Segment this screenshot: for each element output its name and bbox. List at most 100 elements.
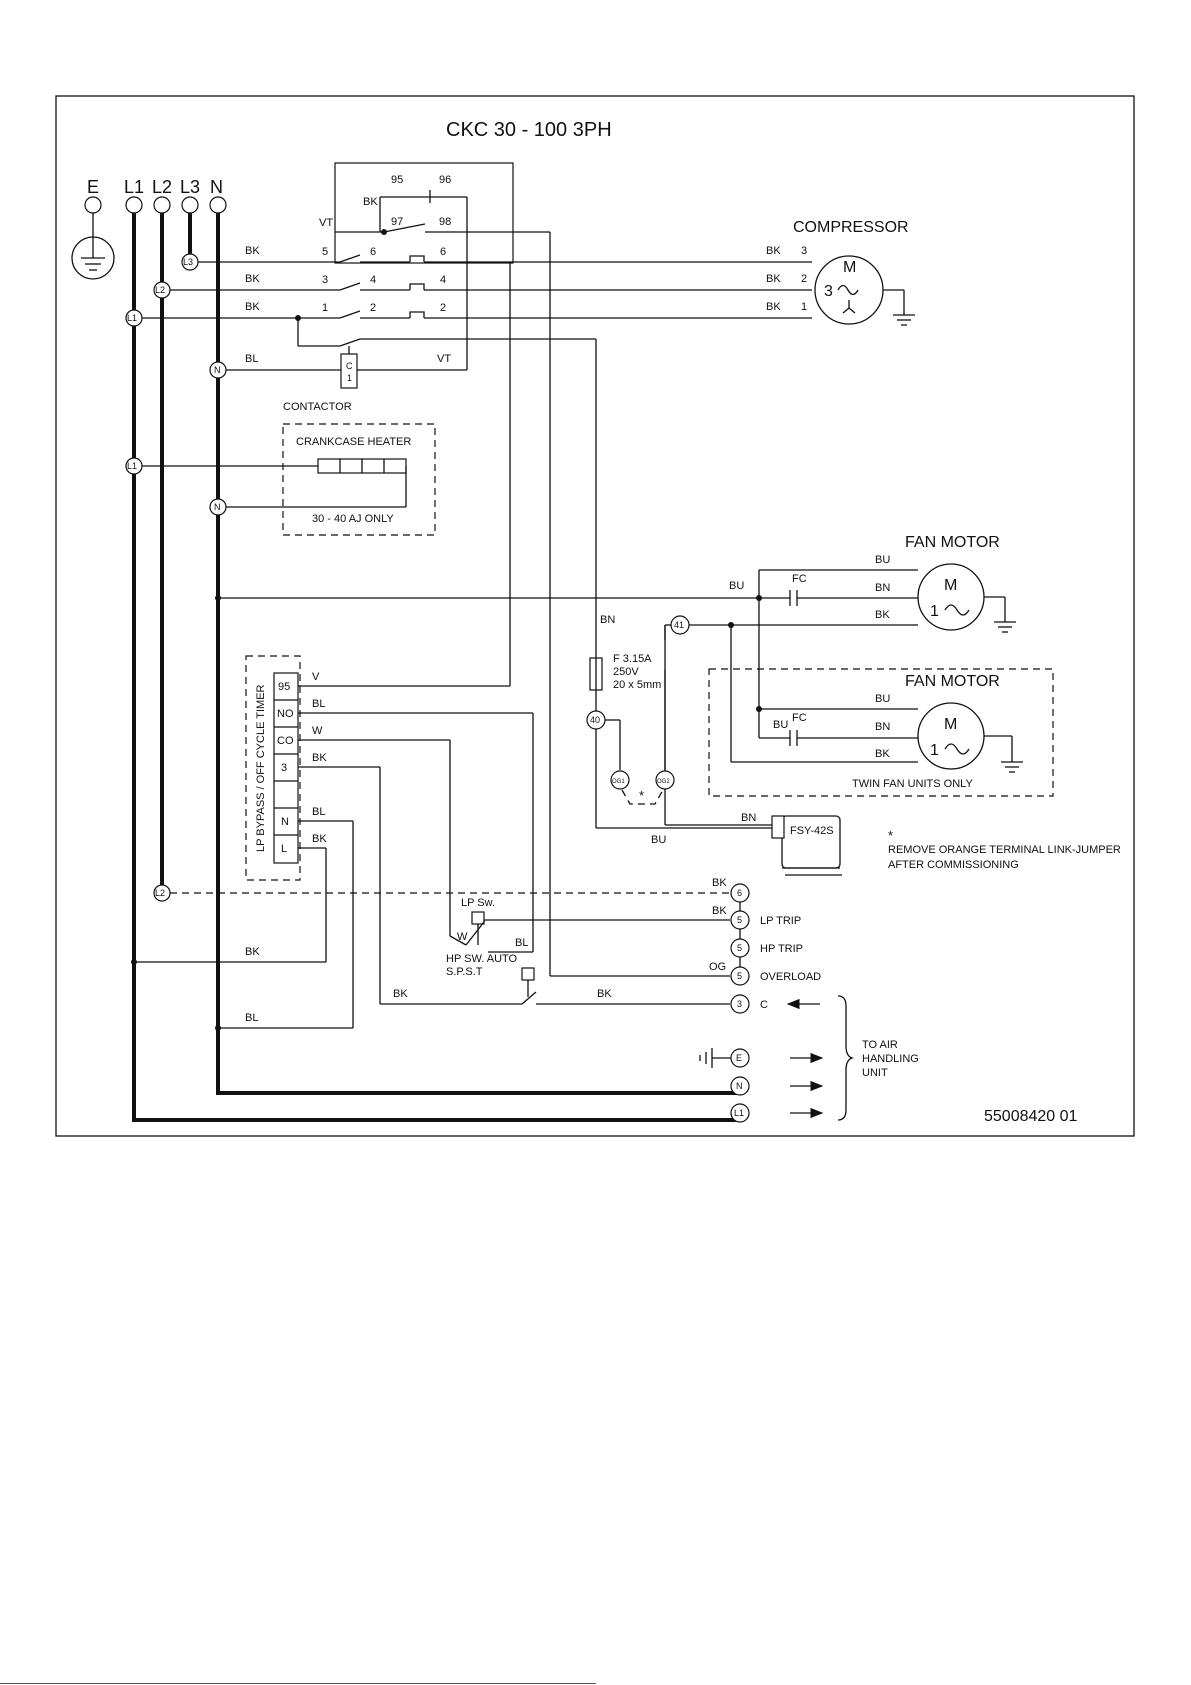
pole-wire-bk-3: BK (245, 301, 260, 313)
tag-og2: OG2 (657, 779, 670, 785)
pole-in-1: 1 (322, 302, 328, 314)
fan2-cap-fc: FC (792, 712, 807, 724)
fan2-wire-bn: BN (875, 721, 890, 733)
pole-in-5: 5 (322, 246, 328, 258)
supply-label-l2: L2 (152, 177, 172, 197)
ahu-label-2: HANDLING (862, 1053, 919, 1065)
timer-wire-bk-l: BK (312, 833, 327, 845)
pole-mid-2: 2 (370, 302, 376, 314)
coil-wire-vt: VT (437, 353, 451, 365)
lp-switch-icon (471, 911, 485, 925)
aux-terminal-95: 95 (391, 174, 403, 186)
contactor-feed: L3 L2 L1 N (125, 253, 597, 658)
lp-wire-bl: BL (515, 937, 528, 949)
fsy-label: FSY-42S (790, 825, 834, 837)
strip-tag-5a: 5 (737, 915, 742, 925)
supply-label-l3: L3 (180, 177, 200, 197)
fuse-wire-bn: BN (600, 614, 615, 626)
aux-terminal-96: 96 (439, 174, 451, 186)
supply-terminal-n (209, 196, 227, 214)
contactor: 95 96 97 98 BK VT 5 3 1 6 4 2 6 4 2 BK B… (245, 162, 550, 413)
fan1-wire-bk: BK (875, 609, 890, 621)
strip-wire-bk-5: BK (712, 905, 727, 917)
supply-terminal-l2 (153, 196, 171, 214)
timer-wire-bl-n: BL (312, 806, 325, 818)
lp-sw-label: LP Sw. (461, 897, 495, 909)
tag-og1: OG1 (612, 779, 625, 785)
fsy-head (771, 815, 785, 839)
lp-bypass-timer: LP BYPASS / OFF CYCLE TIMER 95 NO CO 3 N… (245, 263, 534, 1028)
fan1-label: FAN MOTOR (905, 534, 1000, 551)
timer-wire-v: V (312, 671, 320, 683)
fan1-supply-bu: BU (729, 580, 744, 592)
comp-wire-bk-2: BK (766, 273, 781, 285)
jumper-note-line-1: REMOVE ORANGE TERMINAL LINK-JUMPER (888, 844, 1121, 856)
aux-terminal-97: 97 (391, 216, 403, 228)
timer-box (245, 655, 301, 881)
timer-t-co: CO (277, 735, 294, 747)
tag-l2-a: L2 (155, 285, 165, 295)
fan1-cap-fc: FC (792, 573, 807, 585)
pole-wire-bk-1: BK (245, 245, 260, 257)
fan2-motor-icon (917, 702, 985, 770)
comp-term-1: 1 (801, 301, 807, 313)
timer-terminal-block (273, 672, 299, 864)
coil-wire-bl: BL (245, 353, 258, 365)
coil-label-c: C (346, 361, 353, 371)
diagram-title: CKC 30 - 100 3PH (446, 119, 612, 141)
contactor-label: CONTACTOR (283, 401, 352, 413)
aux-wire-bk: BK (363, 196, 378, 208)
pole-out-2: 2 (440, 302, 446, 314)
contactor-aux-box (334, 162, 514, 264)
ahu-label-1: TO AIR (862, 1039, 898, 1051)
fan-motor-2: FAN MOTOR M 1 BU BN BK FC BU TWIN FAN UN… (708, 668, 1054, 797)
fuse-rating-3: 20 x 5mm (613, 679, 661, 691)
strip-tag-3: 3 (737, 999, 742, 1009)
supply-terminal-l3 (181, 196, 199, 214)
diagram-border (55, 95, 1135, 1137)
pressure-switches: LP Sw. W BL HP SW. AUTO S.P.S.T (380, 232, 730, 1005)
strip-label-lp-trip: LP TRIP (760, 915, 801, 927)
supply-label-e: E (87, 177, 99, 197)
fan2-wire-bk: BK (875, 748, 890, 760)
crankcase-note: 30 - 40 AJ ONLY (312, 513, 394, 525)
comp-wire-bk-1: BK (766, 301, 781, 313)
crankcase-box (282, 423, 436, 536)
crankcase-label: CRANKCASE HEATER (296, 436, 411, 448)
strip-label-overload: OVERLOAD (760, 971, 821, 983)
comp-term-2: 2 (801, 273, 807, 285)
fan2-label: FAN MOTOR (905, 673, 1000, 690)
lp-wire-w: W (457, 931, 468, 943)
strip-wire-bk-6: BK (712, 877, 727, 889)
strip-tag-6: 6 (737, 888, 742, 898)
timer-label: LP BYPASS / OFF CYCLE TIMER (255, 684, 267, 852)
timer-t-l: L (281, 843, 287, 855)
supply-label-l1: L1 (124, 177, 144, 197)
bottom-wire-bk: BK (245, 946, 260, 958)
hp-switch-icon (521, 967, 535, 981)
twin-fan-box (708, 668, 1054, 797)
earth-symbol-icon (71, 213, 115, 280)
l2-dashed-link: L2 (153, 884, 730, 902)
footer-rule (0, 1683, 596, 1684)
tag-41: 41 (674, 620, 684, 630)
supply-label-n: N (210, 177, 223, 197)
strip-tag-e: E (736, 1053, 742, 1063)
bottom-wire-bk2: BK (393, 988, 408, 1000)
timer-t-no: NO (277, 708, 294, 720)
fan1-m: M (944, 577, 957, 594)
fsy-body (781, 815, 841, 869)
fan2-cap-bu: BU (773, 719, 788, 731)
comp-wire-bk-3: BK (766, 245, 781, 257)
tag-l1-b: L1 (127, 461, 137, 471)
pole-out-6: 6 (440, 246, 446, 258)
timer-wire-bk: BK (312, 752, 327, 764)
supply-terminal-l1 (125, 196, 143, 214)
pole-in-3: 3 (322, 274, 328, 286)
jumper-note-line-2: AFTER COMMISSIONING (888, 859, 1019, 871)
fsy-wire-bu: BU (651, 834, 666, 846)
strip-tag-5b: 5 (737, 943, 742, 953)
timer-t-n: N (281, 816, 289, 828)
ahu-label-3: UNIT (862, 1067, 888, 1079)
